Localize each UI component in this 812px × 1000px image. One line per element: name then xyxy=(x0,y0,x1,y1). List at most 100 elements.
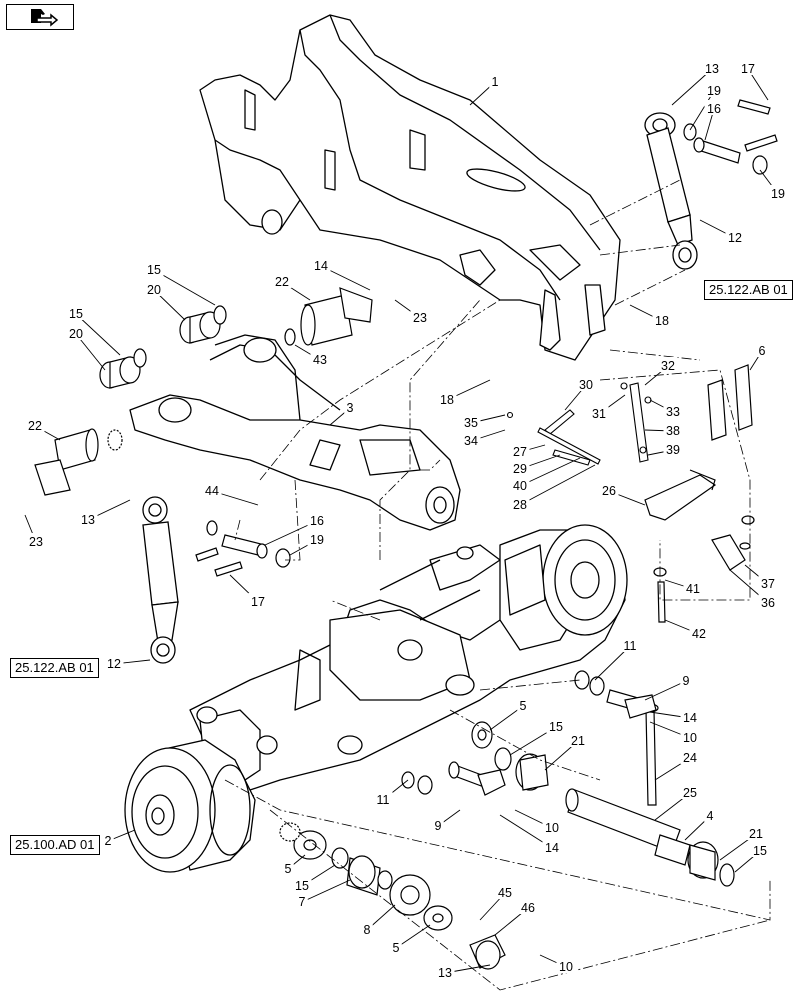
callout-number[interactable]: 23 xyxy=(413,311,427,325)
callout-number[interactable]: 18 xyxy=(655,314,669,328)
callout-number[interactable]: 23 xyxy=(29,535,43,549)
callout-number[interactable]: 21 xyxy=(749,827,763,841)
callout-number[interactable]: 15 xyxy=(147,263,161,277)
callout-number[interactable]: 32 xyxy=(661,359,675,373)
callout-number[interactable]: 10 xyxy=(559,960,573,974)
callout-number[interactable]: 12 xyxy=(728,231,742,245)
callout-number[interactable]: 22 xyxy=(28,419,42,433)
callout-number[interactable]: 13 xyxy=(81,513,95,527)
callout-number[interactable]: 25 xyxy=(683,786,697,800)
callout-number[interactable]: 35 xyxy=(464,416,478,430)
callout-background xyxy=(104,655,124,670)
callout-number[interactable]: 5 xyxy=(285,862,292,876)
pivot-pin-22-lower xyxy=(34,428,99,496)
callout-number[interactable]: 45 xyxy=(498,886,512,900)
callout-number[interactable]: 10 xyxy=(683,731,697,745)
callout-number[interactable]: 40 xyxy=(513,479,527,493)
callout-number[interactable]: 41 xyxy=(686,582,700,596)
callout-number[interactable]: 15 xyxy=(295,879,309,893)
callout-number[interactable]: 24 xyxy=(683,751,697,765)
callout-number[interactable]: 7 xyxy=(299,895,306,909)
callout-background xyxy=(510,496,530,511)
callout-number[interactable]: 1 xyxy=(492,75,499,89)
callout-number[interactable]: 33 xyxy=(666,405,680,419)
reference-box-wheel-hub[interactable]: 25.100.AD 01 xyxy=(10,835,100,855)
axle-support-beam xyxy=(129,334,461,531)
callout-number[interactable]: 20 xyxy=(147,283,161,297)
callout-background xyxy=(510,477,530,492)
bushings-20-15 xyxy=(99,305,296,451)
callout-number[interactable]: 43 xyxy=(313,353,327,367)
callout-number[interactable]: 16 xyxy=(707,102,721,116)
callout-number[interactable]: 5 xyxy=(393,941,400,955)
callout-number[interactable]: 2 xyxy=(105,834,112,848)
callout-background xyxy=(768,185,788,200)
callout-background xyxy=(373,791,393,806)
callout-number[interactable]: 16 xyxy=(310,514,324,528)
callout-background xyxy=(556,958,576,973)
callout-number[interactable]: 11 xyxy=(377,793,390,807)
callout-background xyxy=(390,939,402,954)
callout-number[interactable]: 18 xyxy=(440,393,454,407)
callout-number[interactable]: 6 xyxy=(759,344,766,358)
callout-number[interactable]: 13 xyxy=(705,62,719,76)
leader-line xyxy=(519,464,596,506)
callout-number[interactable]: 14 xyxy=(683,711,697,725)
callout-number[interactable]: 42 xyxy=(692,627,706,641)
callout-number[interactable]: 14 xyxy=(545,841,559,855)
callout-number[interactable]: 36 xyxy=(761,596,775,610)
wheel-hub-2 xyxy=(124,739,256,873)
callout-number[interactable]: 17 xyxy=(741,62,755,76)
callout-number[interactable]: 11 xyxy=(624,639,637,653)
callout-number[interactable]: 30 xyxy=(579,378,593,392)
callout-number[interactable]: 15 xyxy=(549,720,563,734)
callout-number[interactable]: 31 xyxy=(592,407,606,421)
callout-background xyxy=(26,533,46,548)
callout-number[interactable]: 10 xyxy=(545,821,559,835)
callout-background xyxy=(663,441,683,456)
callout-background xyxy=(344,399,356,414)
callout-number[interactable]: 8 xyxy=(364,923,371,937)
reference-box-lower-cylinder[interactable]: 25.122.AB 01 xyxy=(10,658,99,678)
next-page-arrow-icon[interactable] xyxy=(6,4,74,30)
callout-number[interactable]: 44 xyxy=(205,484,219,498)
brackets-6-26-36 xyxy=(644,364,755,623)
callout-number[interactable]: 28 xyxy=(513,498,527,512)
callout-number[interactable]: 13 xyxy=(438,966,452,980)
callout-number[interactable]: 34 xyxy=(464,434,478,448)
leader-line xyxy=(644,680,687,701)
callout-number[interactable]: 27 xyxy=(513,445,527,459)
callout-number[interactable]: 15 xyxy=(753,844,767,858)
callout-number[interactable]: 38 xyxy=(666,424,680,438)
callout-number[interactable]: 12 xyxy=(107,657,121,671)
callout-number[interactable]: 46 xyxy=(521,901,535,915)
callout-number[interactable]: 4 xyxy=(707,809,714,823)
leader-line xyxy=(301,879,351,903)
callout-background xyxy=(311,257,331,272)
callout-background xyxy=(680,729,700,744)
callout-number[interactable]: 14 xyxy=(314,259,328,273)
reference-box-upper-cylinder[interactable]: 25.122.AB 01 xyxy=(704,280,793,300)
callout-number[interactable]: 19 xyxy=(707,84,721,98)
callout-number[interactable]: 39 xyxy=(666,443,680,457)
callout-number[interactable]: 3 xyxy=(347,401,354,415)
callout-number[interactable]: 9 xyxy=(435,819,442,833)
callout-number[interactable]: 19 xyxy=(771,187,785,201)
callout-number[interactable]: 17 xyxy=(251,595,265,609)
callout-background xyxy=(658,357,678,372)
callout-number[interactable]: 29 xyxy=(513,462,527,476)
callout-number[interactable]: 22 xyxy=(275,275,289,289)
callout-number[interactable]: 26 xyxy=(602,484,616,498)
callout-number[interactable]: 15 xyxy=(69,307,83,321)
callout-number[interactable]: 19 xyxy=(310,533,324,547)
callout-number[interactable]: 9 xyxy=(683,674,690,688)
callout-number[interactable]: 20 xyxy=(69,327,83,341)
callout-background xyxy=(437,391,457,406)
callout-number[interactable]: 37 xyxy=(761,577,775,591)
callout-background xyxy=(542,839,562,854)
callout-number[interactable]: 5 xyxy=(520,699,527,713)
callout-background xyxy=(599,482,619,497)
callout-background xyxy=(461,414,481,429)
callout-background xyxy=(296,893,308,908)
callout-number[interactable]: 21 xyxy=(571,734,585,748)
